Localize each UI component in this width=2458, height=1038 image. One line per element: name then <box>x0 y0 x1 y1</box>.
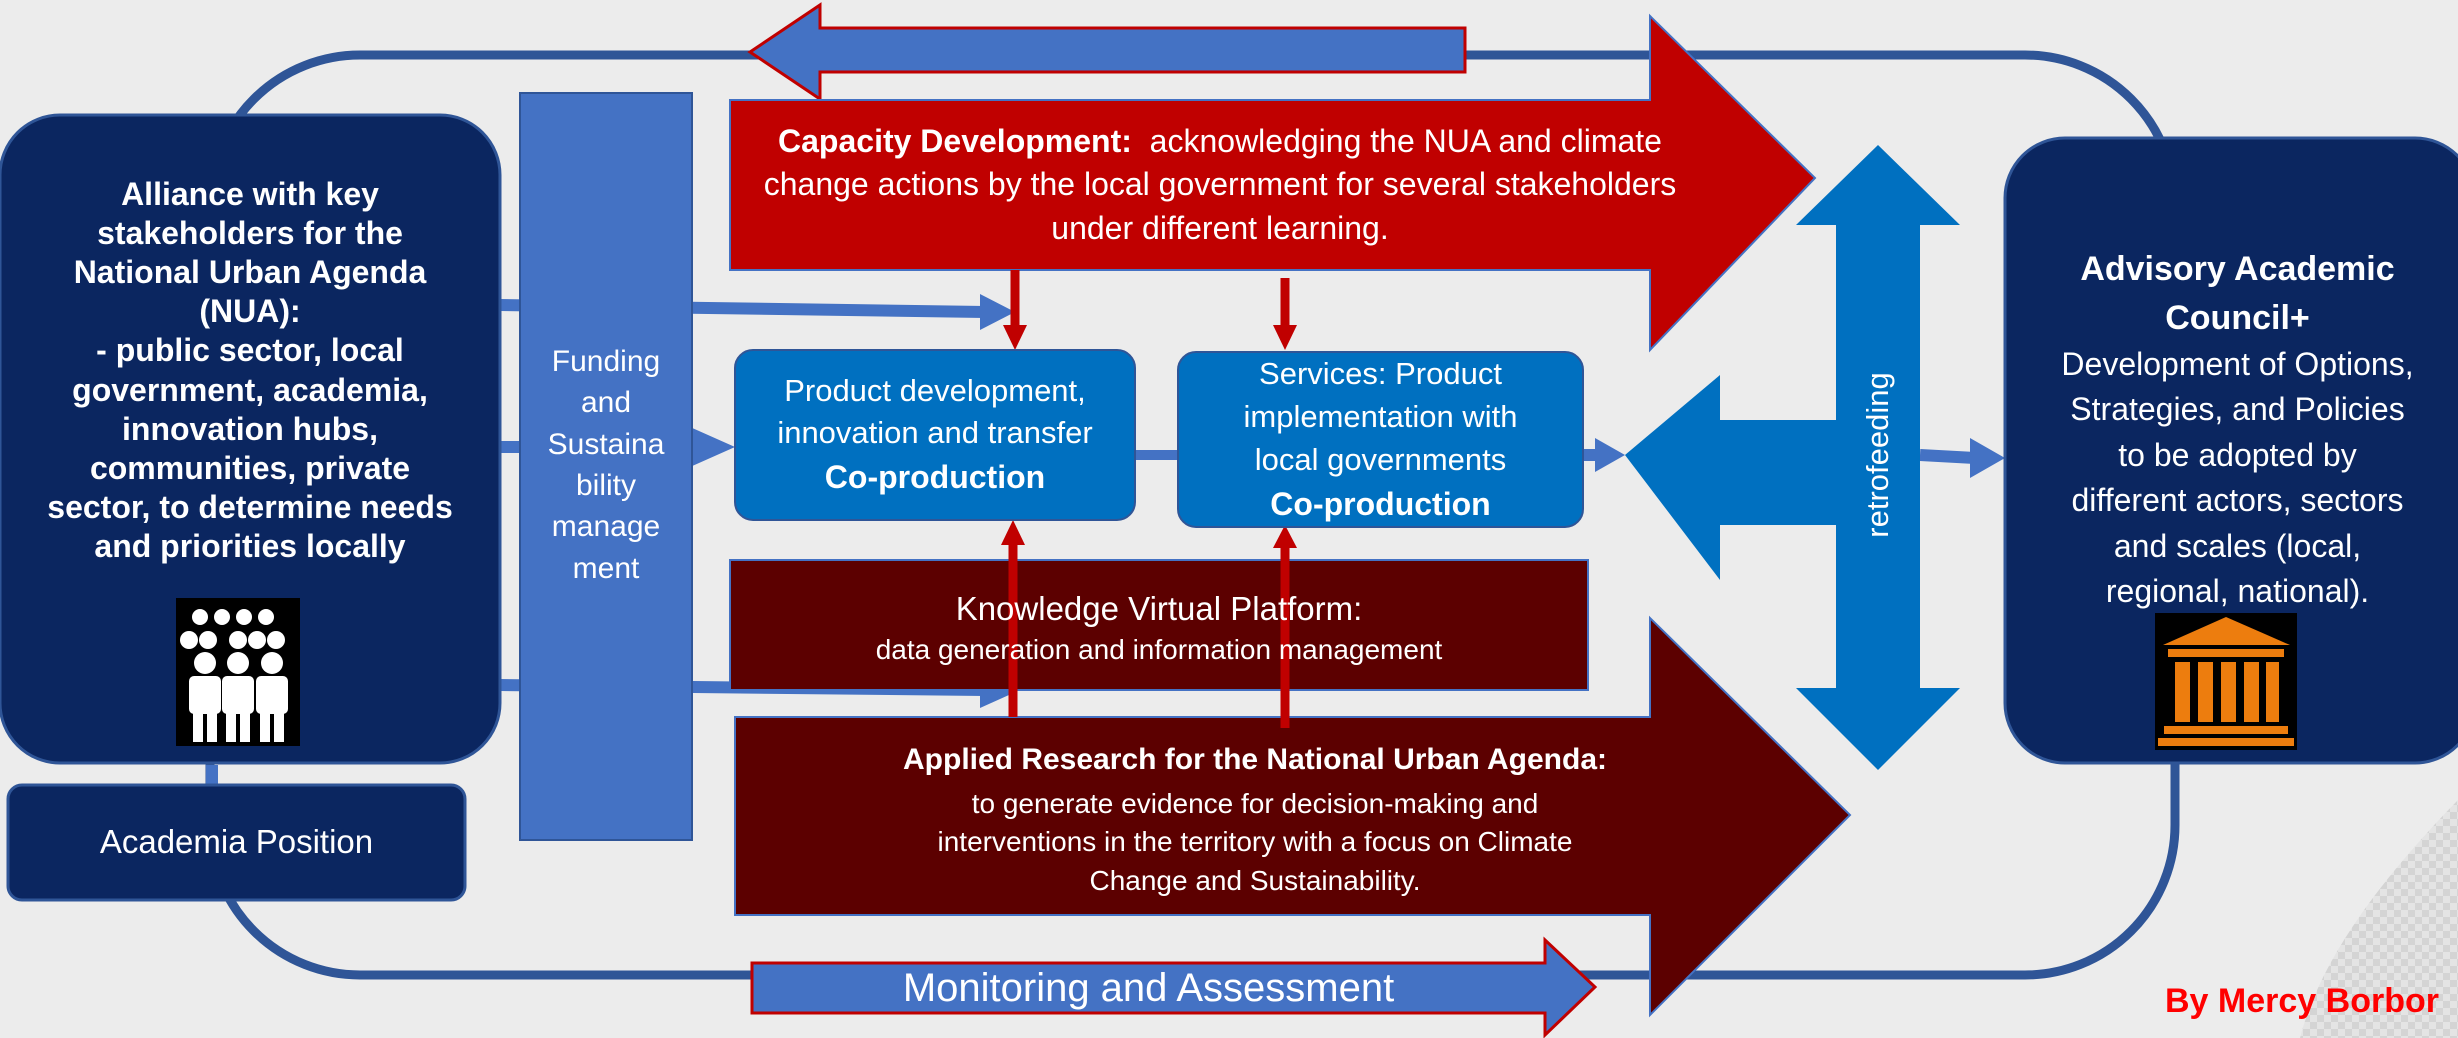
applied-research-line-1: to generate evidence for decision-making… <box>971 787 1539 819</box>
funding-column <box>519 92 693 841</box>
services-line-1: Services: Product <box>1259 356 1502 392</box>
services-emphasis: Co-production <box>1270 485 1491 522</box>
academia-position-box <box>6 783 467 902</box>
academia-position-label: Academia Position <box>99 823 374 861</box>
product-development-text: Product development, innovation and tran… <box>735 352 1135 517</box>
product-line-2: innovation and transfer <box>777 415 1093 451</box>
advisory-panel <box>2003 136 2458 765</box>
corner-decoration <box>2300 800 2458 1038</box>
connector-head-4 <box>1595 438 1625 472</box>
knowledge-platform-text: Knowledge Virtual Platform: data generat… <box>730 578 1588 678</box>
capacity-desc-2: change actions by the local government f… <box>763 166 1677 203</box>
red-arrowhead-4 <box>1273 525 1297 548</box>
funding-line: Sustaina <box>547 427 665 461</box>
red-arrowhead-2 <box>1273 325 1297 350</box>
institution-building-icon <box>2155 613 2297 750</box>
funding-line: and <box>580 386 632 420</box>
alliance-line: Alliance with key <box>121 176 379 213</box>
advisory-text: Advisory Academic Council+ Development o… <box>2010 245 2458 615</box>
applied-research-text: Applied Research for the National Urban … <box>745 735 1765 905</box>
capacity-line-1: Capacity Development: acknowledging the … <box>778 120 1662 163</box>
alliance-panel <box>0 113 502 765</box>
services-text: Services: Product implementation with lo… <box>1178 352 1583 527</box>
advisory-title-2: Council+ <box>2165 298 2310 337</box>
people-group-icon <box>176 598 300 746</box>
advisory-line: regional, national). <box>2105 573 2370 610</box>
advisory-line: different actors, sectors <box>2071 482 2404 519</box>
alliance-line: - public sector, local <box>96 332 404 369</box>
top-arrow <box>747 2 1467 102</box>
red-arrowhead-3 <box>1001 520 1025 545</box>
funding-line: manage <box>551 510 661 544</box>
monitoring-label: Monitoring and Assessment <box>902 965 1395 1010</box>
funding-line: bility <box>575 469 636 502</box>
connector-head-5 <box>1970 438 2005 478</box>
applied-research-title: Applied Research for the National Urban … <box>903 743 1607 777</box>
retrofeeding-arrow <box>1625 145 1960 770</box>
alliance-line: stakeholders for the <box>97 215 403 252</box>
alliance-line: (NUA): <box>199 293 301 330</box>
red-arrowhead-1 <box>1003 325 1027 350</box>
retrofeeding-label: retrofeeding <box>1860 372 1896 538</box>
product-development-box <box>734 349 1136 521</box>
funding-line: Funding <box>551 344 661 378</box>
funding-text: Funding and Sustaina bility manage ment <box>520 335 692 595</box>
author-credit: By Mercy Borbor <box>2165 982 2439 1020</box>
monitoring-arrow <box>750 936 1598 1038</box>
alliance-line: government, academia, <box>72 371 428 408</box>
alliance-line: National Urban Agenda <box>73 254 427 291</box>
knowledge-platform-box <box>729 559 1589 691</box>
knowledge-title: Knowledge Virtual Platform: <box>955 589 1363 627</box>
services-box <box>1177 351 1584 528</box>
advisory-line: Development of Options, <box>2061 345 2414 382</box>
connector-head-2 <box>690 427 735 467</box>
capacity-development-arrow <box>729 13 1817 353</box>
applied-research-arrow <box>734 615 1852 1018</box>
product-emphasis: Co-production <box>824 459 1046 496</box>
capacity-development-text: Capacity Development: acknowledging the … <box>740 115 1700 255</box>
connector-head-1 <box>980 294 1015 330</box>
funding-line: ment <box>572 551 640 585</box>
capacity-desc-3: under different learning. <box>1051 209 1389 246</box>
applied-research-line-2: interventions in the territory with a fo… <box>937 826 1573 858</box>
capacity-title: Capacity Development: <box>778 123 1132 160</box>
advisory-line: and scales (local, <box>2113 527 2362 564</box>
alliance-line: and priorities locally <box>94 527 406 564</box>
capacity-desc-1: acknowledging the NUA and climate <box>1149 123 1662 160</box>
alliance-line: sector, to determine needs <box>47 488 453 525</box>
alliance-line: communities, private <box>89 449 411 486</box>
advisory-title-1: Advisory Academic <box>2080 250 2395 289</box>
services-line-3: local governments <box>1254 441 1507 477</box>
alliance-line: innovation hubs, <box>122 410 378 447</box>
applied-research-line-3: Change and Sustainability. <box>1089 865 1421 896</box>
product-line-1: Product development, <box>784 372 1086 408</box>
connector-retro-advisory <box>1919 449 1976 464</box>
advisory-line: to be adopted by <box>2118 436 2357 473</box>
services-line-2: implementation with <box>1243 399 1518 435</box>
advisory-line: Strategies, and Policies <box>2070 391 2405 428</box>
knowledge-subtitle: data generation and information manageme… <box>875 634 1443 666</box>
alliance-text: Alliance with key stakeholders for the N… <box>20 148 480 593</box>
